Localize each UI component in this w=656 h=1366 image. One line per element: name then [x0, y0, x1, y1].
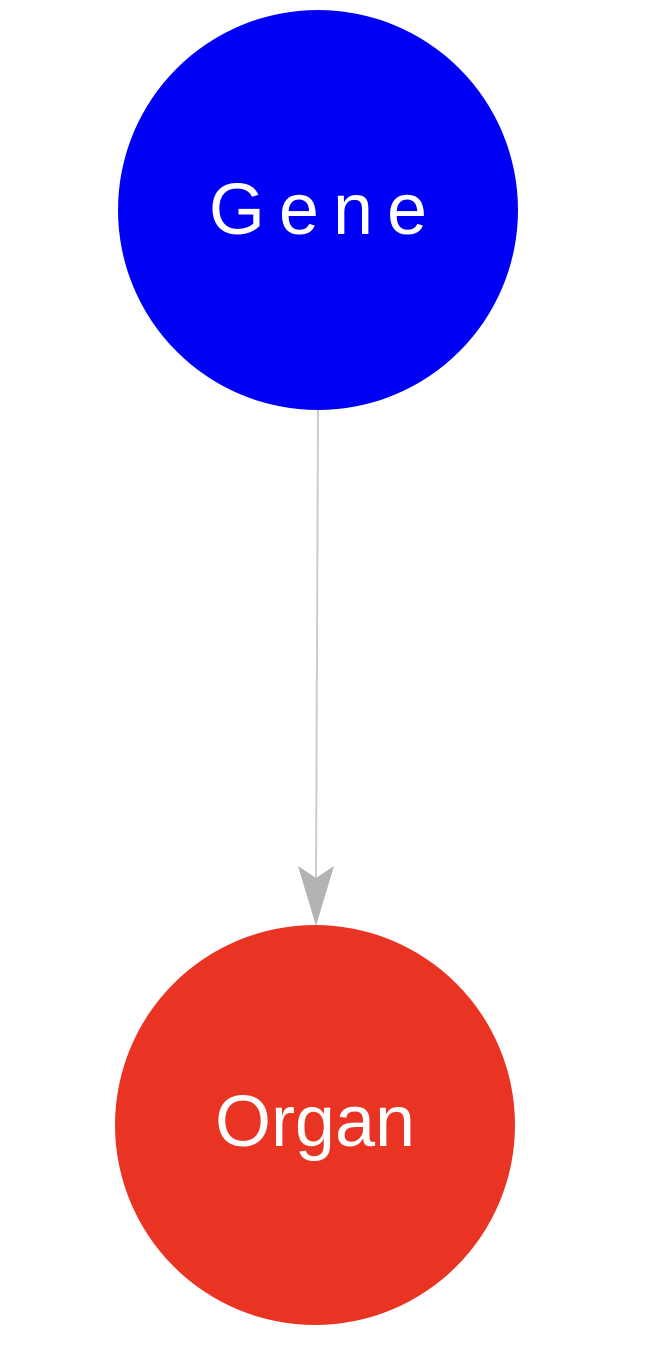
edge-arrowhead: [298, 866, 334, 926]
node-organ-label: Organ: [215, 1082, 415, 1162]
node-gene[interactable]: Gene: [118, 10, 518, 410]
node-organ-circle: [115, 925, 515, 1325]
edge-gene-organ: [315, 409, 319, 881]
node-gene-label: Gene: [209, 170, 441, 250]
node-gene-circle: [118, 10, 518, 410]
node-organ[interactable]: Organ: [115, 925, 515, 1325]
